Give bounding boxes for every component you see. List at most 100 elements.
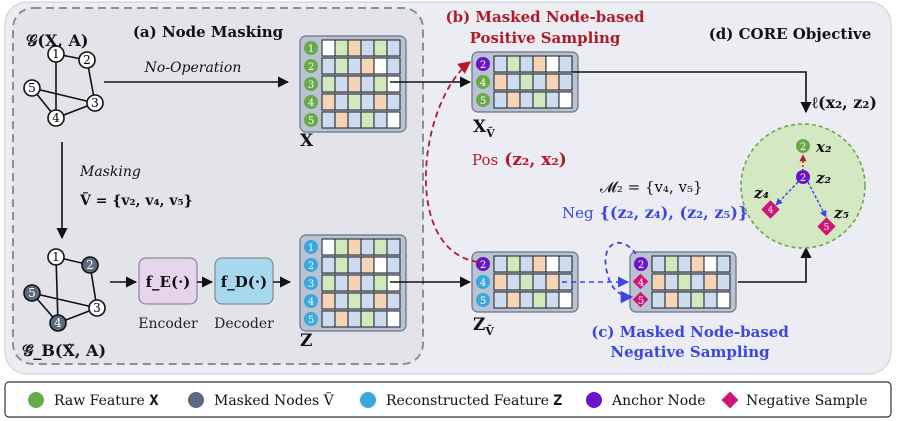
objective-x2-label: x₂: [815, 138, 832, 156]
legend-box: [4, 381, 892, 418]
matrix-cell: [493, 273, 508, 291]
matrix-cell: [347, 39, 362, 57]
row-index: 3: [308, 80, 314, 91]
svg-text:5: 5: [28, 81, 36, 95]
svg-text:5: 5: [28, 286, 36, 300]
matrix-cell: [347, 57, 362, 75]
row-index: 4: [308, 297, 314, 308]
matrix-cell: [373, 238, 388, 256]
matrix-cell: [703, 273, 718, 291]
row-marker: [304, 294, 318, 308]
matrix-cell: [373, 256, 388, 274]
section-c-title-line2: Negative Sampling: [610, 343, 770, 361]
row-marker: [634, 257, 648, 271]
masked-z-submatrix: 245: [471, 251, 579, 313]
encoder-box: [138, 257, 198, 305]
matrix-cell: [347, 111, 362, 129]
svg-text:3: 3: [93, 301, 101, 315]
matrix-cell: [373, 292, 388, 310]
matrix-cell: [373, 111, 388, 129]
svg-text:Raw Feature 𝐗: Raw Feature 𝐗: [54, 393, 159, 409]
matrix-cell: [360, 39, 375, 57]
encoder-label: Encoder: [138, 316, 198, 332]
objective-z5-label: z₅: [833, 204, 850, 222]
x-sub-to-objective-arrow: [572, 71, 812, 114]
matrix-cell: [651, 291, 666, 309]
svg-text:1: 1: [52, 47, 60, 61]
section-b-title-line2: Positive Sampling: [470, 29, 621, 47]
matrix-cell: [493, 91, 508, 109]
matrix-cell: [558, 255, 573, 273]
row-index: 5: [480, 96, 486, 107]
matrix-cell: [703, 255, 718, 273]
matrix-cell: [545, 55, 560, 73]
matrix-cell: [664, 273, 679, 291]
matrix-cell: [347, 93, 362, 111]
matrix-cell: [558, 91, 573, 109]
matrix-cell: [519, 273, 534, 291]
legend-reconstructed-feature: Reconstructed Feature 𝐙: [360, 392, 562, 409]
matrix-cell: [532, 91, 547, 109]
matrix-cell: [334, 75, 349, 93]
matrix-cell: [519, 291, 534, 309]
matrix-cell: [558, 55, 573, 73]
matrix-cell: [347, 274, 362, 292]
matrix-cell: [506, 291, 521, 309]
positive-pair-label: Pos(z₂, x₂): [472, 150, 567, 170]
matrix-cell: [347, 75, 362, 93]
row-index: 5: [308, 116, 314, 127]
original-graph-nodes: 1 2 3 4 5: [23, 45, 104, 127]
matrix-cell: [360, 75, 375, 93]
svg-text:2: 2: [83, 53, 91, 67]
matrix-cell: [334, 274, 349, 292]
svg-text:Negative Sample: Negative Sample: [746, 393, 868, 409]
matrix-cell: [493, 73, 508, 91]
row-marker: [304, 113, 318, 127]
matrix-cell: [321, 39, 336, 57]
masked-x-submatrix: 245: [471, 51, 579, 113]
row-marker: [304, 312, 318, 326]
matrix-cell: [493, 55, 508, 73]
decoder-symbol: f_D(·): [221, 273, 267, 291]
matrix-cell: [386, 111, 401, 129]
row-marker: [304, 276, 318, 290]
row-index: 1: [308, 243, 314, 254]
matrix-cell: [545, 273, 560, 291]
matrix-cell: [703, 291, 718, 309]
matrix-cell: [506, 273, 521, 291]
matrix-cell: [386, 310, 401, 328]
row-marker: [304, 95, 318, 109]
row-marker: [476, 75, 490, 89]
matrix-cell: [373, 274, 388, 292]
row-marker: [476, 293, 490, 307]
row-marker: [476, 257, 490, 271]
masking-label: Masking: [79, 164, 141, 180]
matrix-cell: [347, 238, 362, 256]
matrix-x-sub-label: XṼ: [473, 117, 495, 140]
matrix-cell: [532, 291, 547, 309]
matrix-cell: [506, 91, 521, 109]
matrix-cell: [360, 238, 375, 256]
matrix-cell: [347, 310, 362, 328]
svg-text:1: 1: [52, 250, 60, 264]
row-marker: [476, 57, 490, 71]
matrix-cell: [532, 55, 547, 73]
matrix-cell: [677, 273, 692, 291]
row-index: 4: [480, 278, 486, 289]
matrix-cell: [360, 310, 375, 328]
svg-text:4: 4: [52, 111, 60, 125]
matrix-cell: [334, 111, 349, 129]
matrix-cell: [519, 55, 534, 73]
matrix-cell: [334, 93, 349, 111]
matrix-cell: [506, 55, 521, 73]
matrix-cell: [506, 255, 521, 273]
svg-text:3: 3: [91, 96, 99, 110]
matrix-cell: [360, 256, 375, 274]
matrix-cell: [334, 57, 349, 75]
row-marker: [304, 59, 318, 73]
masked-graph-nodes: 1 2 3 4 5: [23, 248, 106, 332]
svg-text:Anchor Node: Anchor Node: [611, 393, 705, 409]
masked-graph-label: 𝒢̃_B(𝐗̃, 𝐀): [22, 341, 106, 360]
